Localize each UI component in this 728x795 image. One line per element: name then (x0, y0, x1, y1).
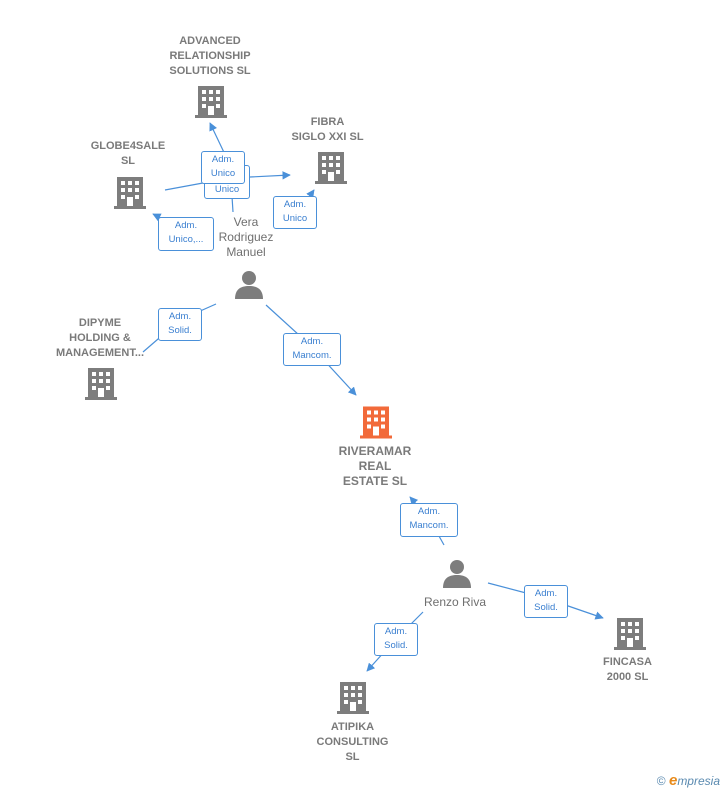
relation-badge-atipika: Adm. Solid. (374, 623, 418, 656)
relation-badge-fincasa: Adm. Solid. (524, 585, 568, 618)
building-icon-fincasa (614, 618, 646, 650)
relation-badge-dipyme: Adm. Solid. (158, 308, 202, 341)
brand-logo-e: e (668, 772, 678, 789)
empresia-watermark: © empresia (657, 772, 720, 789)
brand-logo-text: mpresia (677, 774, 720, 788)
building-icon-atipika (337, 682, 369, 714)
node-label-fincasa[interactable]: FINCASA 2000 SL (603, 656, 652, 683)
node-label-riveramar[interactable]: RIVERAMAR REAL ESTATE SL (338, 444, 412, 488)
relation-badge-riveramar-renzo: Adm. Mancom. (400, 503, 458, 537)
building-icon-dipyme (85, 368, 117, 400)
building-icon-fibra (315, 152, 347, 184)
node-label-globe[interactable]: GLOBE4SALE SL (90, 140, 166, 167)
relation-badge-advanced: Adm. Unico (201, 151, 245, 184)
person-label-renzo[interactable]: Renzo Riva (423, 595, 487, 609)
node-label-dipyme[interactable]: DIPYME HOLDING & MANAGEMENT... (56, 317, 144, 359)
building-icon-advanced (195, 86, 227, 118)
person-icon-renzo (443, 560, 471, 588)
node-label-fibra[interactable]: FIBRA SIGLO XXI SL (291, 116, 364, 143)
node-label-atipika[interactable]: ATIPIKA CONSULTING SL (316, 721, 389, 763)
building-icon-riveramar (360, 406, 392, 439)
node-label-advanced[interactable]: ADVANCED RELATIONSHIP SOLUTIONS SL (169, 35, 251, 77)
person-label-vera[interactable]: Vera Rodriguez Manuel (206, 215, 286, 260)
copyright-symbol: © (656, 774, 666, 788)
relation-badge-riveramar-vera: Adm. Mancom. (283, 333, 341, 366)
relation-badge-globe: Adm. Unico,... (158, 217, 214, 251)
person-icon-vera (235, 271, 263, 299)
building-icon-globe (114, 177, 146, 209)
relation-badge-fibra: Adm. Unico (273, 196, 317, 229)
